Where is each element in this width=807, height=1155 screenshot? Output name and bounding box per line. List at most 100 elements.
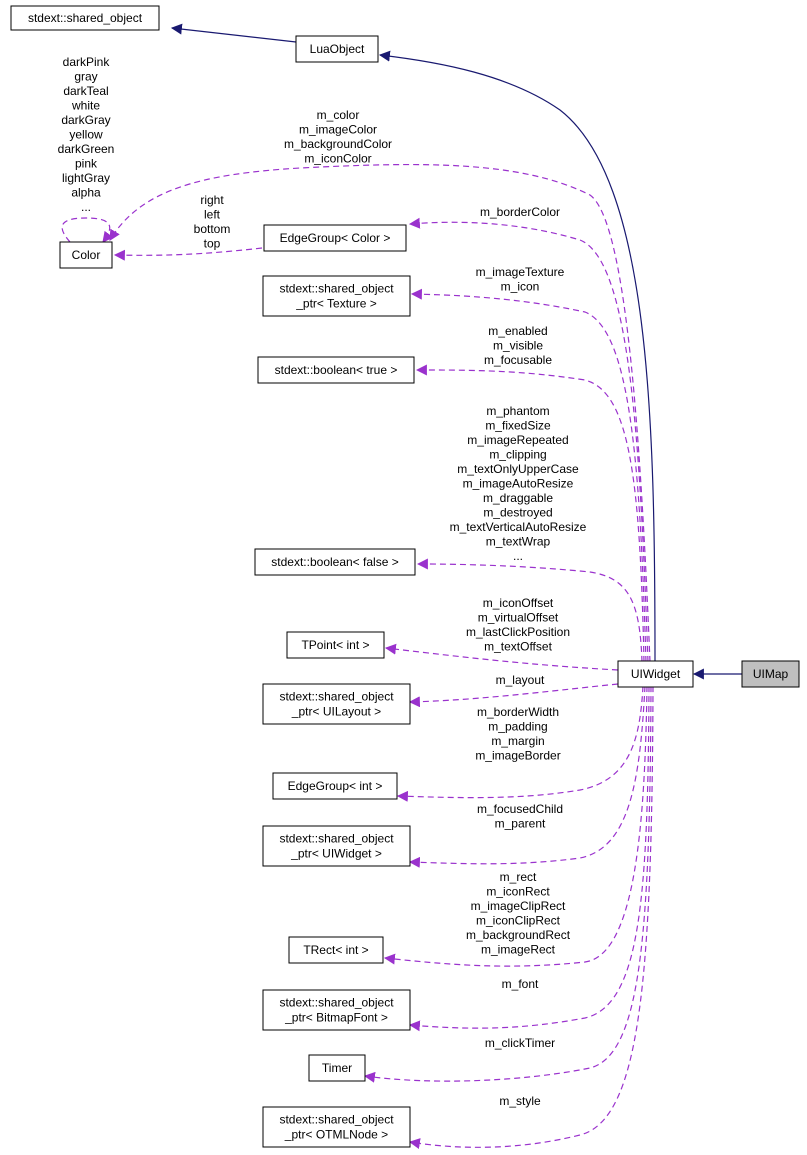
class-node-bool-true[interactable]: stdext::boolean< true > bbox=[257, 356, 415, 384]
class-name-text: LuaObject bbox=[310, 42, 365, 56]
label-texture-line: m_imageTexture bbox=[476, 265, 565, 279]
label-rect-line: m_iconClipRect bbox=[476, 914, 561, 928]
label-bool-false-line: m_textWrap bbox=[486, 535, 551, 549]
label-bool-false-line: m_clipping bbox=[489, 448, 546, 462]
class-node-sop-bitmapfont[interactable]: stdext::shared_object_ptr< BitmapFont > bbox=[262, 989, 411, 1031]
label-edge-sides-line: top bbox=[204, 237, 221, 251]
class-node-color[interactable]: Color bbox=[59, 241, 113, 269]
class-node-timer[interactable]: Timer bbox=[308, 1054, 366, 1082]
label-edge-int-line: m_padding bbox=[488, 720, 547, 734]
label-bool-false-line: m_imageRepeated bbox=[467, 433, 568, 447]
label-style: m_style bbox=[499, 1094, 541, 1108]
class-node-sop-texture[interactable]: stdext::shared_object_ptr< Texture > bbox=[262, 275, 411, 317]
label-bool-false-line: m_destroyed bbox=[483, 506, 552, 520]
label-color-self-line: alpha bbox=[71, 186, 101, 200]
label-widget-color-line: m_imageColor bbox=[299, 123, 377, 137]
class-name-text: EdgeGroup< Color > bbox=[280, 231, 391, 245]
label-edge-sides-line: bottom bbox=[194, 222, 231, 236]
label-edge-sides-line: right bbox=[200, 193, 224, 207]
label-font: m_font bbox=[502, 977, 539, 991]
class-node-edgegroup-color[interactable]: EdgeGroup< Color > bbox=[263, 224, 407, 252]
label-edge-int-line: m_borderWidth bbox=[477, 705, 559, 719]
class-box bbox=[262, 1106, 411, 1148]
label-border-color-line: m_borderColor bbox=[480, 205, 560, 219]
class-name-text: _ptr< Texture > bbox=[295, 297, 377, 311]
class-node-sop-uiwidget[interactable]: stdext::shared_object_ptr< UIWidget > bbox=[262, 825, 411, 867]
class-name-text: TPoint< int > bbox=[301, 638, 369, 652]
label-rect-line: m_rect bbox=[500, 870, 537, 884]
label-widget-color-line: m_backgroundColor bbox=[284, 137, 392, 151]
edge-uiwidget-to-texture bbox=[410, 288, 647, 663]
label-tpoint-line: m_virtualOffset bbox=[478, 611, 559, 625]
label-bool-false-line: m_phantom bbox=[486, 404, 549, 418]
class-node-luaobject[interactable]: LuaObject bbox=[295, 35, 379, 63]
class-box bbox=[59, 241, 113, 269]
class-name-text: UIMap bbox=[753, 667, 789, 681]
label-texture-line: m_icon bbox=[501, 280, 540, 294]
edge-uiwidget-to-edgegroup-color bbox=[408, 217, 649, 663]
label-bool-false-line: m_textOnlyUpperCase bbox=[457, 462, 579, 476]
label-edge-int-line: m_imageBorder bbox=[475, 749, 560, 763]
label-bool-false-line: ... bbox=[513, 549, 523, 563]
inheritance-edges bbox=[170, 23, 742, 680]
class-box bbox=[741, 660, 800, 688]
class-box bbox=[262, 275, 411, 317]
label-border-color: m_borderColor bbox=[480, 205, 560, 219]
edge-luaobject-to-shared-object bbox=[170, 23, 297, 43]
class-node-edgegroup-int[interactable]: EdgeGroup< int > bbox=[272, 772, 398, 800]
class-box bbox=[262, 683, 411, 725]
class-box bbox=[263, 224, 407, 252]
label-bool-false-line: m_fixedSize bbox=[485, 419, 551, 433]
label-timer-line: m_clickTimer bbox=[485, 1036, 555, 1050]
class-name-text: Color bbox=[72, 248, 101, 262]
class-box bbox=[295, 35, 379, 63]
label-tpoint-line: m_lastClickPosition bbox=[466, 625, 570, 639]
class-node-tpoint[interactable]: TPoint< int > bbox=[286, 631, 385, 659]
class-box bbox=[286, 631, 385, 659]
label-bool-false-line: m_textVerticalAutoResize bbox=[450, 520, 587, 534]
class-box bbox=[257, 356, 415, 384]
class-name-text: stdext::shared_object bbox=[279, 996, 394, 1010]
edge-color-self bbox=[61, 217, 114, 243]
class-box bbox=[262, 825, 411, 867]
label-rect-line: m_imageClipRect bbox=[471, 899, 566, 913]
class-node-trect[interactable]: TRect< int > bbox=[288, 936, 384, 964]
label-color-self-line: darkTeal bbox=[63, 84, 108, 98]
class-name-text: UIWidget bbox=[631, 667, 681, 681]
edge-uiwidget-to-timer bbox=[363, 685, 652, 1083]
class-node-sop-uilayout[interactable]: stdext::shared_object_ptr< UILayout > bbox=[262, 683, 411, 725]
label-color-self-line: gray bbox=[74, 70, 97, 84]
class-node-bool-false[interactable]: stdext::boolean< false > bbox=[254, 548, 416, 576]
usage-edges bbox=[61, 163, 654, 1149]
class-name-text: stdext::shared_object bbox=[279, 282, 394, 296]
class-name-text: Timer bbox=[322, 1061, 352, 1075]
class-node-uiwidget[interactable]: UIWidget bbox=[617, 660, 694, 688]
edge-uiwidget-to-tpoint bbox=[384, 643, 619, 671]
class-node-shared-object[interactable]: stdext::shared_object bbox=[10, 5, 160, 31]
label-color-self-line: ... bbox=[81, 200, 91, 214]
class-node-uimap[interactable]: UIMap bbox=[741, 660, 800, 688]
edge-uiwidget-to-uilayout bbox=[408, 683, 619, 708]
label-bool-true-line: m_visible bbox=[493, 339, 543, 353]
class-box bbox=[288, 936, 384, 964]
label-bool-true-line: m_focusable bbox=[484, 353, 552, 367]
class-box bbox=[617, 660, 694, 688]
edge-uiwidget-to-edgegroup-int bbox=[396, 685, 644, 802]
label-widget-color-line: m_iconColor bbox=[304, 152, 371, 166]
label-color-self-line: white bbox=[71, 99, 100, 113]
class-name-text: EdgeGroup< int > bbox=[288, 779, 383, 793]
label-edge-sides-line: left bbox=[204, 208, 221, 222]
class-box bbox=[262, 989, 411, 1031]
edge-uiwidget-to-otmlnode bbox=[408, 685, 654, 1149]
class-node-sop-otmlnode[interactable]: stdext::shared_object_ptr< OTMLNode > bbox=[262, 1106, 411, 1148]
edge-uiwidget-to-uiwidget-ptr bbox=[408, 685, 646, 868]
